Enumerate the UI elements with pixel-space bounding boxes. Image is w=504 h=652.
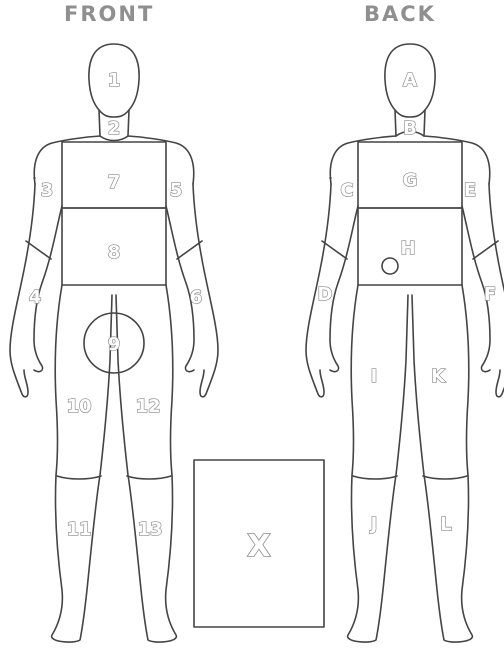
- front-zone-label: 6: [190, 287, 203, 308]
- back-zone-label: C: [340, 180, 353, 201]
- back-zone-label: H: [400, 238, 415, 259]
- front-zone-label: 9: [108, 334, 121, 355]
- back-zone-label: E: [464, 180, 476, 201]
- back-zone-label: A: [403, 70, 417, 91]
- zone-x-label: X: [247, 529, 270, 564]
- front-zone-label: 5: [170, 180, 183, 201]
- back-zone-label: F: [484, 284, 496, 305]
- back-zone-label: L: [440, 514, 451, 535]
- front-zone-label: 11: [66, 519, 91, 540]
- back-zone-h-circle: [382, 258, 398, 274]
- back-zone-label: J: [369, 514, 378, 535]
- front-zone-label: 13: [137, 519, 162, 540]
- back-zone-label: B: [403, 118, 417, 139]
- back-zone-label: G: [403, 170, 418, 191]
- front-zone-label: 2: [108, 118, 121, 139]
- front-zone-label: 4: [29, 287, 42, 308]
- front-zone-label: 7: [108, 172, 121, 193]
- front-zone-label: 3: [41, 180, 54, 201]
- front-zone-label: 12: [135, 396, 160, 417]
- back-zone-label: I: [371, 366, 378, 387]
- back-zone-label: K: [431, 366, 446, 387]
- front-zone-label: 1: [108, 70, 121, 91]
- front-zone-label: 8: [108, 242, 121, 263]
- front-zone-label: 10: [66, 396, 91, 417]
- back-zone-label: D: [318, 284, 333, 305]
